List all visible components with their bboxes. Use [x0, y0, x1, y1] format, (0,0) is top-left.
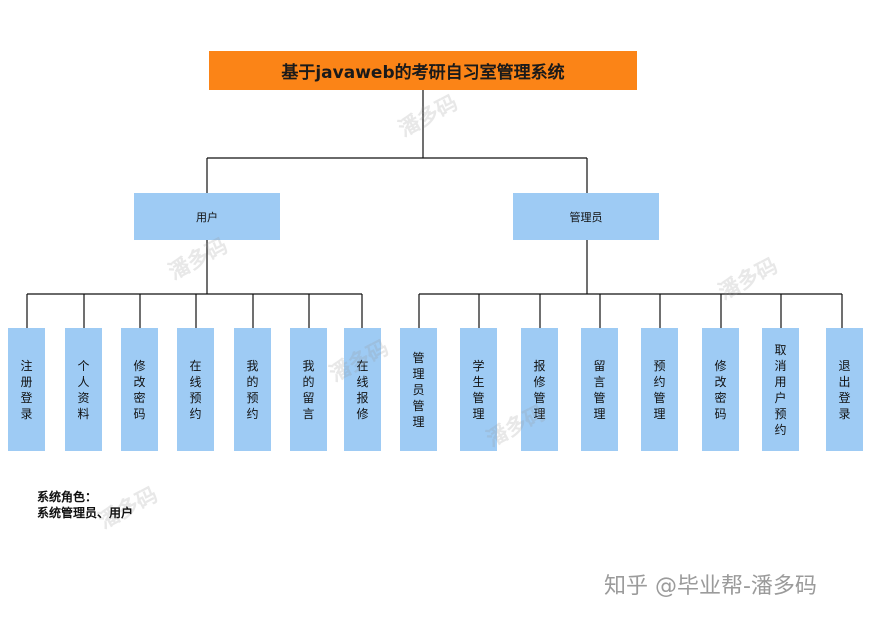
- user-item-online-booking: 在线预约: [177, 328, 214, 451]
- admin-item-admin-management: 管理员管理: [400, 328, 437, 451]
- admin-item-logout: 退出登录: [826, 328, 863, 451]
- source-credit: 知乎 @毕业帮-潘多码: [604, 574, 817, 599]
- user-item-change-password: 修改密码: [121, 328, 158, 451]
- admin-item-student-management: 学生管理: [460, 328, 497, 451]
- user-item-repair-request: 在线报修: [344, 328, 381, 451]
- admin-item-change-password: 修改密码: [702, 328, 739, 451]
- admin-item-booking-management: 预约管理: [641, 328, 678, 451]
- system-roles-list: 系统管理员、用户: [37, 506, 134, 520]
- admin-item-cancel-booking: 取消用户预约: [762, 328, 799, 451]
- admin-role-node: 管理员: [513, 193, 659, 240]
- user-role-node: 用户: [134, 193, 280, 240]
- user-item-profile: 个人资料: [65, 328, 102, 451]
- root-node: 基于javaweb的考研自习室管理系统: [209, 51, 637, 90]
- user-item-my-bookings: 我的预约: [234, 328, 271, 451]
- user-item-my-messages: 我的留言: [290, 328, 327, 451]
- admin-item-repair-management: 报修管理: [521, 328, 558, 451]
- system-roles-heading: 系统角色：: [37, 490, 98, 504]
- system-roles-note: 系统角色： 系统管理员、用户: [37, 489, 133, 521]
- user-item-register-login: 注册登录: [8, 328, 45, 451]
- admin-item-message-management: 留言管理: [581, 328, 618, 451]
